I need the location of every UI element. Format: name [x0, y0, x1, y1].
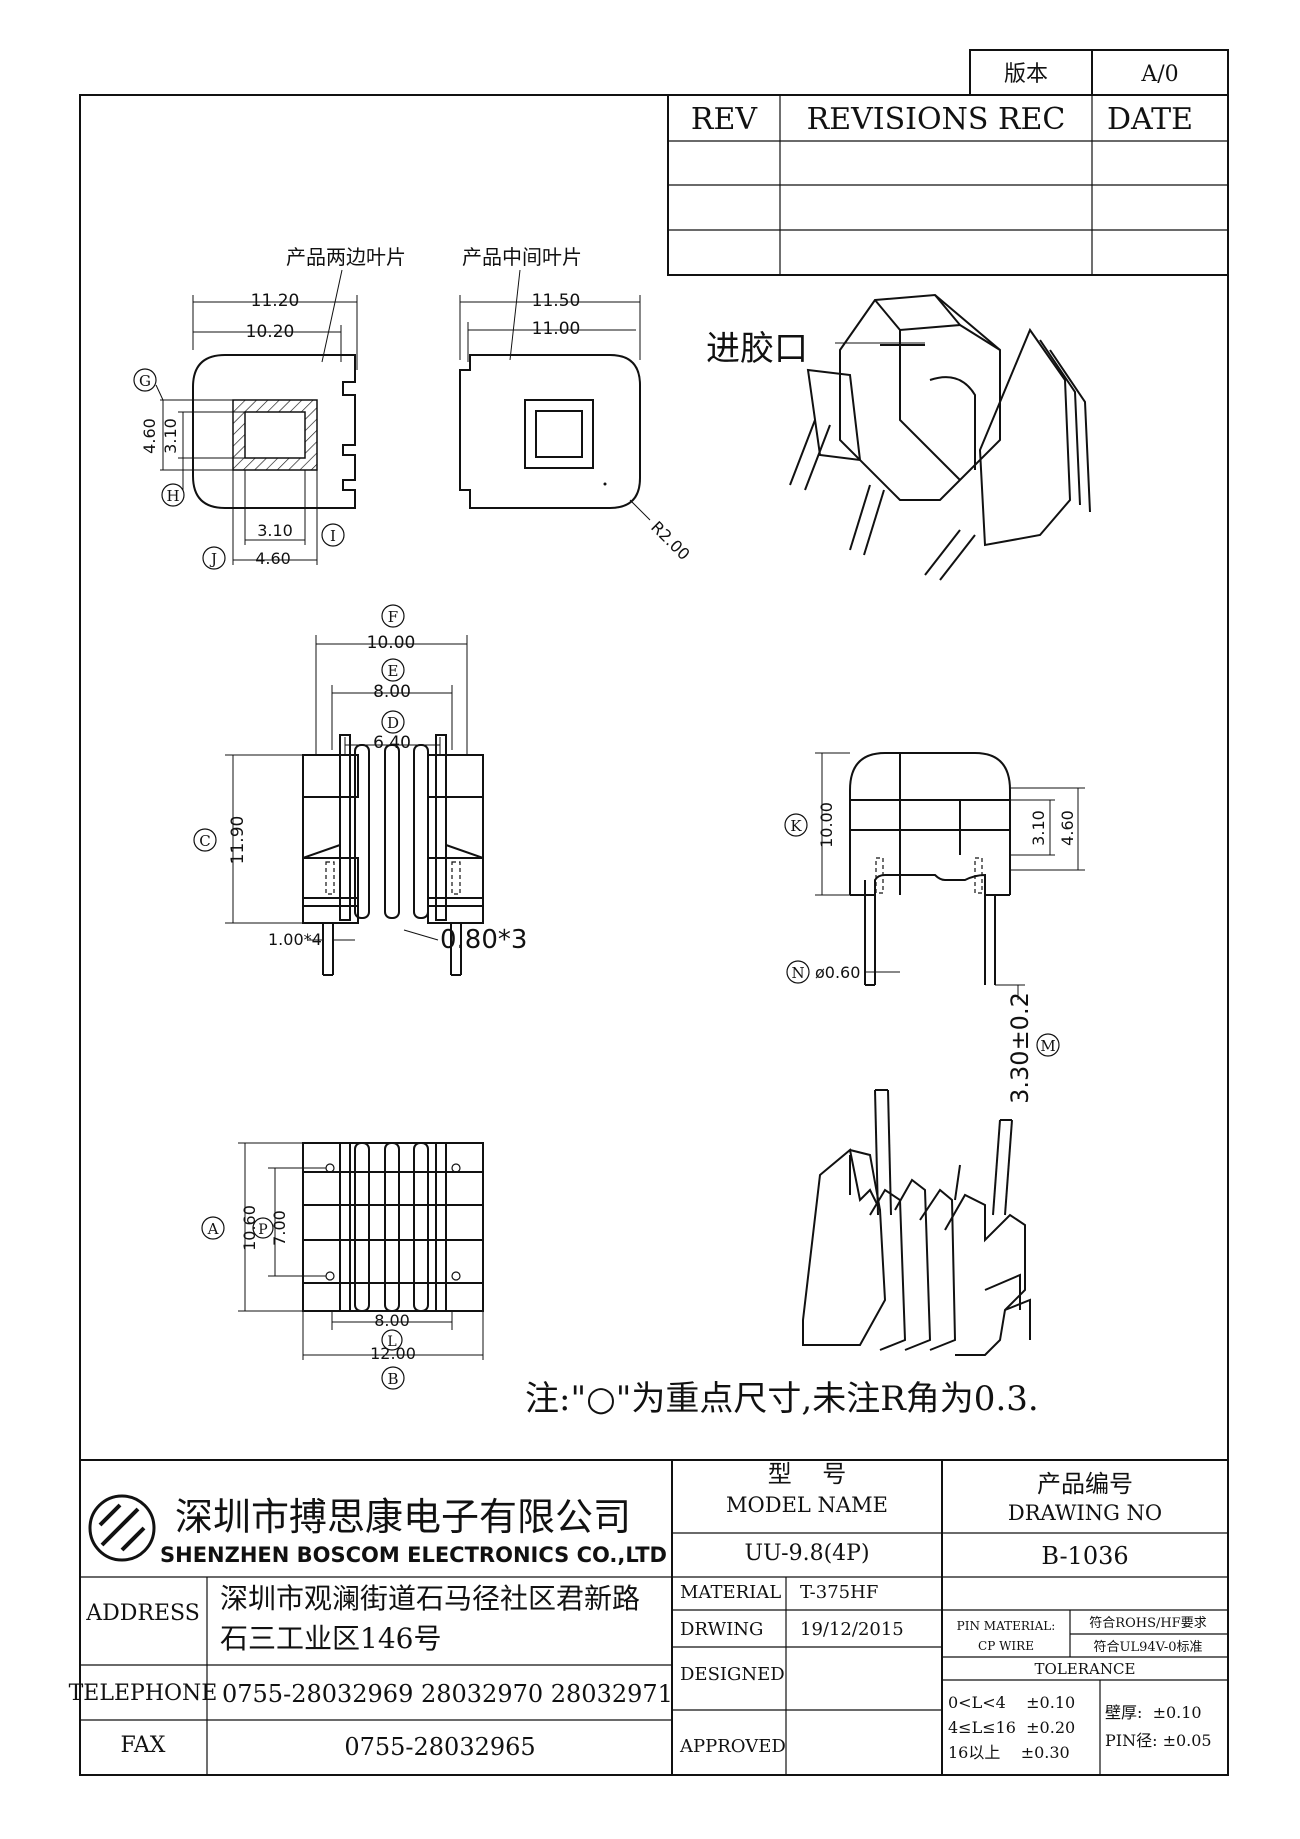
dim-0-80x3: 0.80*3 [440, 925, 527, 955]
dim-11-50: 11.50 [532, 291, 581, 311]
dim-r2-00: R2.00 [647, 517, 693, 563]
drawing-label-en: DRAWING NO [1008, 1501, 1162, 1525]
dim-11-00: 11.00 [532, 319, 581, 339]
dim-11-20: 11.20 [251, 291, 300, 311]
isometric-bottom-view [802, 1089, 1031, 1356]
drwing-label: DRWING [680, 1619, 763, 1640]
marker-b: B [387, 1370, 398, 1388]
dim-4-60-k: 4.60 [1058, 810, 1077, 846]
fax-label: FAX [121, 1733, 166, 1758]
telephone-label: TELEPHONE [69, 1681, 218, 1706]
dim-10-60: 10.60 [240, 1205, 259, 1251]
pin-tolerance: PIN径: ±0.05 [1105, 1731, 1212, 1750]
model-value: UU-9.8(4P) [744, 1541, 869, 1566]
model-label-en: MODEL NAME [726, 1493, 888, 1517]
marker-f: F [388, 608, 398, 626]
side-leaf-label: 产品两边叶片 [286, 245, 406, 269]
dim-3-10-bottom: 3.10 [257, 521, 293, 540]
material-value: T-375HF [800, 1582, 878, 1603]
marker-c: C [199, 832, 210, 850]
isometric-top-view: 进胶口 [706, 293, 1091, 581]
dim-3-10-k: 3.10 [1029, 810, 1048, 846]
middle-leaf-label: 产品中间叶片 [462, 245, 582, 269]
wall-tolerance: 壁厚: ±0.10 [1105, 1703, 1202, 1722]
marker-m: M [1040, 1037, 1055, 1055]
gate-label: 进胶口 [706, 329, 808, 369]
tolerance-2: 4≤L≤16 ±0.20 [948, 1718, 1075, 1737]
company-name-cn: 深圳市搏思康电子有限公司 [175, 1495, 631, 1539]
dim-8-00-e: 8.00 [373, 682, 411, 702]
dim-6-40-d: 6.40 [373, 733, 411, 753]
revision-table: REV REVISIONS REC DATE [667, 94, 1229, 276]
marker-l: L [387, 1334, 396, 1350]
tolerance-3: 16以上 ±0.30 [948, 1743, 1070, 1762]
outer-frame [79, 94, 1229, 1776]
marker-h: H [166, 487, 179, 505]
dim-4-60-left: 4.60 [140, 418, 159, 454]
marker-n: N [791, 964, 804, 982]
dim-1-00x4: 1.00*4 [268, 930, 322, 949]
address-line2: 石三工业区146号 [220, 1622, 441, 1655]
drawing-value: B-1036 [1041, 1542, 1128, 1570]
dim-10-00-k: 10.00 [817, 802, 836, 848]
model-label-cn: 型 号 [768, 1460, 847, 1488]
dim-10-00-f: 10.00 [367, 633, 416, 653]
marker-g: G [139, 372, 151, 390]
dim-3-30: 3.30±0.2 [1006, 992, 1034, 1104]
dim-4-60-bottom: 4.60 [255, 549, 291, 568]
dim-12-00: 12.00 [370, 1344, 416, 1363]
revisions-rec-header: REVISIONS REC [807, 102, 1066, 137]
middle-leaf-view: 产品中间叶片 11.50 11.00 R2.00 [459, 245, 694, 564]
address-label: ADDRESS [85, 1601, 200, 1626]
company-name-en: SHENZHEN BOSCOM ELECTRONICS CO.,LTD [160, 1543, 667, 1567]
front-view: F 10.00 E 8.00 D 6.40 [193, 604, 527, 976]
marker-d: D [387, 714, 399, 732]
company-logo [88, 1494, 156, 1562]
version-box: 版本 A/0 [969, 49, 1229, 96]
dim-10-20: 10.20 [246, 322, 295, 342]
version-label: 版本 [1004, 62, 1048, 87]
tolerance-1: 0<L<4 ±0.10 [948, 1693, 1075, 1712]
marker-a: A [207, 1220, 219, 1238]
dim-8-00-l: 8.00 [374, 1311, 410, 1330]
pin-material-value: 符合ROHS/HF要求 [1089, 1615, 1206, 1631]
marker-p: P [258, 1222, 267, 1238]
address-line1: 深圳市观澜街道石马径社区君新路 [220, 1582, 640, 1615]
material-label: MATERIAL [680, 1582, 781, 1603]
fax-value: 0755-28032965 [344, 1733, 535, 1761]
marker-j: J [209, 550, 217, 568]
date-header: DATE [1107, 102, 1193, 137]
version-value: A/0 [1140, 62, 1178, 87]
telephone-value: 0755-28032969 28032970 28032971 [222, 1680, 673, 1708]
side-view: 10.00 K 3.10 4.60 N ø0.60 3.30±0.2 M [784, 752, 1085, 1104]
designed-label: DESIGNED [680, 1664, 785, 1685]
note-text: 注:"○"为重点尺寸,未注R角为0.3. [525, 1379, 1039, 1419]
dim-11-90: 11.90 [228, 816, 248, 865]
marker-i: I [330, 527, 336, 545]
pin-material-label: PIN MATERIAL: [957, 1619, 1056, 1633]
dim-7-00: 7.00 [270, 1210, 289, 1246]
approved-label: APPROVED [679, 1736, 786, 1757]
marker-e: E [388, 662, 399, 680]
rev-header: REV [691, 102, 758, 137]
cp-wire-label: CP WIRE [978, 1639, 1034, 1653]
marker-k: K [790, 817, 802, 835]
bottom-view: 10.60 A 7.00 P 8.00 L 12.00 B [201, 1142, 484, 1390]
tolerance-label: TOLERANCE [1035, 1660, 1136, 1678]
drwing-value: 19/12/2015 [800, 1619, 904, 1640]
dim-3-10-left: 3.10 [161, 418, 180, 454]
side-leaf-view: 产品两边叶片 11.20 10.20 4.60 3.10 3.10 4.60 [133, 245, 406, 570]
cp-wire-value: 符合UL94V-0标准 [1094, 1639, 1203, 1655]
title-block: 深圳市搏思康电子有限公司 SHENZHEN BOSCOM ELECTRONICS… [69, 1459, 1228, 1775]
drawing-label-cn: 产品编号 [1037, 1470, 1133, 1498]
dim-phi-0-60: ø0.60 [815, 963, 860, 982]
